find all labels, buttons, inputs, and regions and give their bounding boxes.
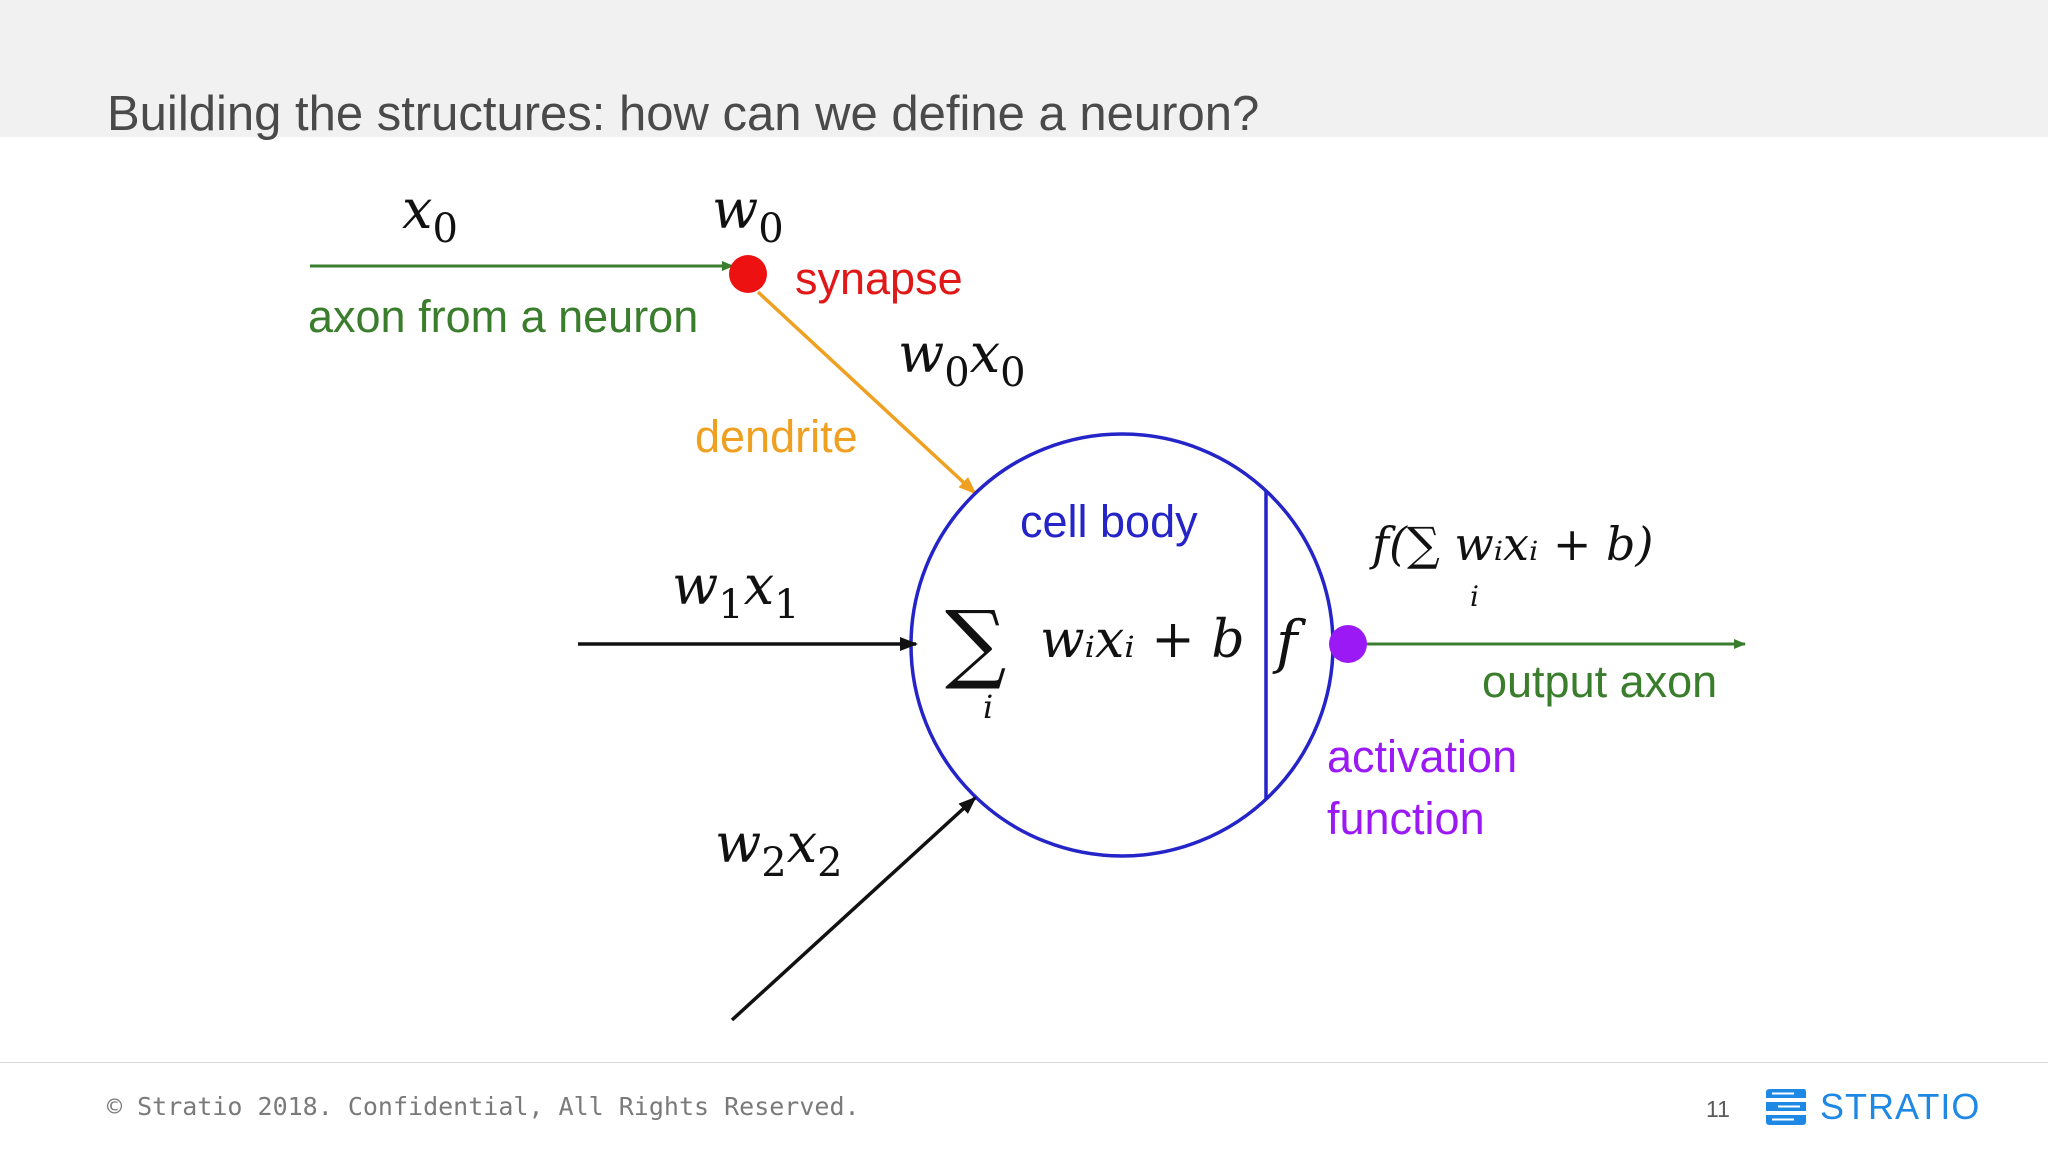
page-number: 11 (1706, 1096, 1730, 1122)
dendrite-label: dendrite (695, 411, 858, 462)
neuron-diagram: x0 w0 axon from a neuron synapse w0x0 de… (308, 178, 1746, 1022)
w2x2-label: w2x2 (715, 812, 843, 886)
slide-title: Building the structures: how can we defi… (107, 87, 1260, 141)
axon-from-neuron-label: axon from a neuron (308, 291, 698, 342)
w0x0-label: w0x0 (898, 322, 1026, 396)
output-formula: f(∑ wᵢxᵢ + b) (1369, 517, 1653, 571)
activation-label-line1: activation (1327, 731, 1517, 782)
footer-divider (0, 1062, 2048, 1063)
cell-body-label: cell body (1020, 496, 1198, 547)
output-axon-label: output axon (1482, 656, 1717, 707)
output-formula-index: i (1470, 580, 1479, 613)
x0-label: x0 (402, 178, 458, 252)
slide-header (0, 0, 2048, 137)
footer-copyright: © Stratio 2018. Confidential, All Rights… (107, 1092, 860, 1121)
w0-label: w0 (712, 178, 784, 252)
stratio-logo-text: STRATIO (1820, 1086, 1981, 1127)
dendrite-line (756, 290, 977, 495)
activation-f-symbol: f (1272, 608, 1307, 676)
activation-dot (1329, 625, 1367, 663)
w1x1-label: w1x1 (672, 554, 800, 628)
sum-symbol: ∑ (945, 593, 1006, 693)
sum-expression: wᵢxᵢ + b (1040, 610, 1245, 670)
stratio-logo-icon (1766, 1089, 1806, 1125)
synapse-dot (729, 255, 767, 293)
sum-index: i (983, 688, 993, 726)
input-w2x2-line (730, 796, 977, 1022)
activation-label-line2: function (1327, 793, 1485, 844)
synapse-label: synapse (795, 253, 963, 304)
